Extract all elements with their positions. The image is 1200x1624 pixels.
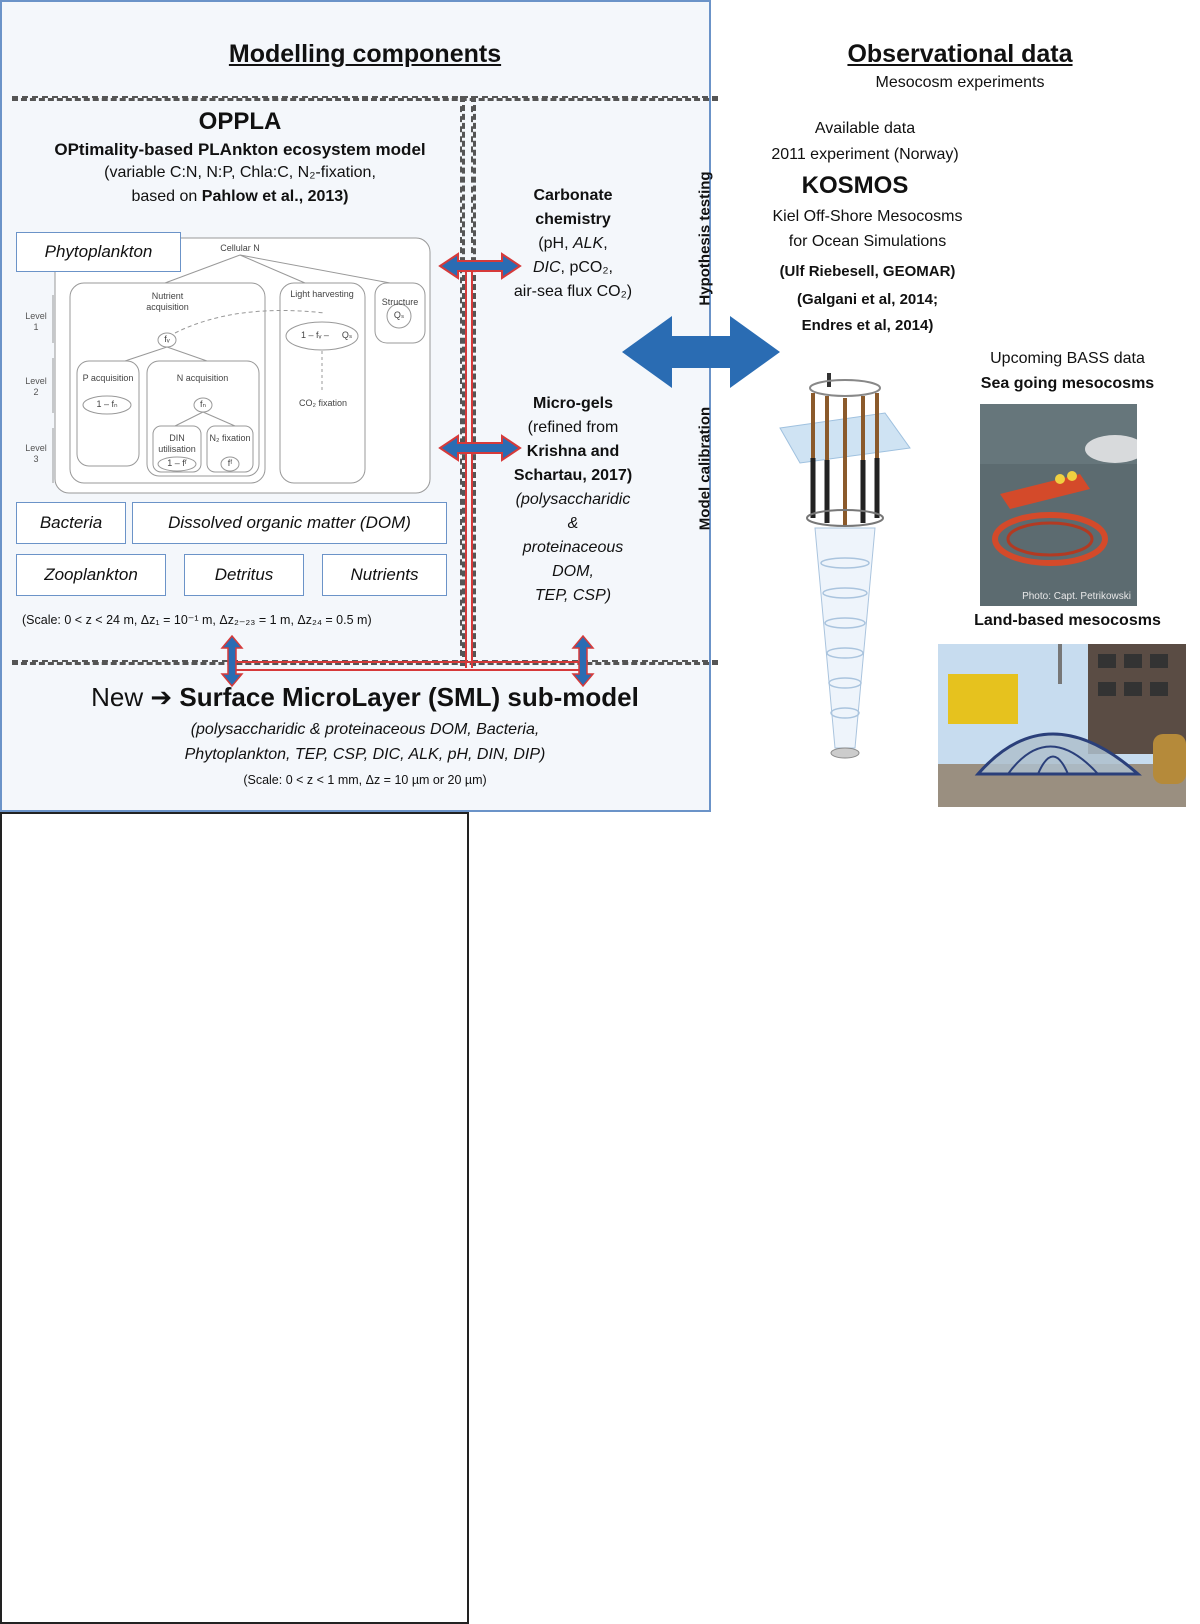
kosmos-ref-2: (Galgani et al, 2014; [797,291,938,308]
sea-going-mesocosm-photo: Photo: Capt. Petrikowski [980,404,1137,606]
carbonate-title-1: Carbonate [533,187,613,204]
fn-symbol: fₙ [199,399,207,409]
sml-line-2: Phytoplankton, TEP, CSP, DIC, ALK, pH, D… [184,746,546,763]
cellular-n-hierarchy-diagram: Cellular N Nutrient acquisition Light ha… [25,233,435,498]
nutrient-acquisition-label: Nutrient acquisition [146,291,189,312]
level-1-label: Level 1 [25,311,47,332]
microgels-block: Micro-gels (refined from Krishna and Sch… [478,392,668,608]
co2-fixation-label: CO₂ fixation [298,398,347,408]
dashed-divider-left [460,96,465,666]
oppla-scale-note: (Scale: 0 < z < 24 m, Δz₁ = 10⁻¹ m, Δz₂₋… [22,613,372,627]
bacteria-box: Bacteria [16,502,126,544]
n-acquisition-label: N acquisition [176,373,229,383]
carbonate-chemistry-block: Carbonate chemistry (pH, ALK, DIC, pCO₂,… [478,184,668,304]
microgels-line-1: (refined from [527,419,619,436]
microgels-line-2: Krishna and [526,443,620,460]
oppla-subtitle: OPtimality-based PLAnkton ecosystem mode… [54,140,426,159]
modelling-components-title: Modelling components [228,40,502,68]
observational-data-title: Observational data [847,40,1073,68]
oppla-detail-2: based on Pahlow et al., 2013) [20,188,460,206]
hierarchy-svg [52,237,431,494]
qs-symbol-light: Qₛ [341,330,353,340]
qs-symbol-structure: Qₛ [393,310,405,320]
model-calibration-label: Model calibration [696,406,714,531]
oppla-detail-2-ref: Pahlow et al., 2013) [201,188,349,205]
carbonate-line-2: DIC, pCO₂, [478,256,668,280]
one-minus-fn-symbol: 1 – fₙ [96,399,118,409]
sea-going-label: Sea going mesocosms [980,375,1155,392]
structure-label: Structure [381,297,419,307]
sml-new-label: New [91,682,144,712]
zooplankton-box: Zooplankton [16,554,166,596]
dashed-divider-right [471,96,476,666]
ff-symbol: fᶠ [227,458,233,468]
microgels-line-7: DOM, [552,563,594,580]
one-minus-ff-symbol: 1 – fᶠ [167,458,187,468]
kosmos-line-2: for Ocean Simulations [788,233,947,250]
sml-scale-note: (Scale: 0 < z < 1 mm, Δz = 10 µm or 20 µ… [243,773,487,787]
photo-credit: Photo: Capt. Petrikowski [1022,591,1131,602]
available-data-line-2: 2011 experiment (Norway) [771,146,959,163]
dashed-frame-bottom [12,660,718,665]
kosmos-mesocosm-illustration [779,373,911,759]
microgels-line-4: (polysaccharidic [515,491,631,508]
sml-title-text: Surface MicroLayer (SML) sub-model [179,682,639,712]
microgels-title: Micro-gels [532,395,613,412]
level-3-label: Level 3 [25,443,47,464]
one-minus-fv-symbol: 1 – fᵥ – [301,330,329,340]
kosmos-title: KOSMOS [801,172,909,199]
microgels-line-5: & [567,515,579,532]
microgels-line-6: proteinaceous [522,539,624,556]
sml-line-1: (polysaccharidic & proteinaceous DOM, Ba… [190,721,540,738]
microgels-line-3: Schartau, 2017) [478,464,668,488]
oppla-detail-2-pre: based on [131,188,198,205]
detritus-box: Detritus [184,554,304,596]
microgels-line-8: TEP, CSP) [534,587,612,604]
phytoplankton-box: Phytoplankton [16,232,181,272]
carbonate-title-2: chemistry [535,211,611,228]
cellular-n-label: Cellular N [220,243,260,253]
upcoming-bass-label: Upcoming BASS data [990,350,1145,367]
dom-box: Dissolved organic matter (DOM) [132,502,447,544]
observational-data-panel [0,812,469,1624]
oppla-detail-1: (variable C:N, N:P, Chla:C, N₂-fixation, [104,164,376,181]
kosmos-ref-3: Endres et al, 2014) [801,317,934,334]
carbonate-line-1-post: , [603,235,608,252]
land-based-label: Land-based mesocosms [974,612,1161,629]
kosmos-ref-1: (Ulf Riebesell, GEOMAR) [779,263,956,280]
dashed-frame-top [12,96,718,101]
carbonate-line-2-dic: DIC [532,259,561,276]
light-harvesting-label: Light harvesting [290,289,354,299]
din-utilisation-label: DIN utilisation [158,433,196,454]
hypothesis-testing-label: Hypothesis testing [696,171,714,306]
nutrients-box: Nutrients [322,554,447,596]
sml-arrow-glyph: ➔ [150,682,173,712]
mesocosm-subtitle: Mesocosm experiments [875,74,1045,91]
sml-title: New ➔ Surface MicroLayer (SML) sub-model [20,682,710,713]
land-based-mesocosm-photo [938,644,1186,807]
oppla-title: OPPLA [198,108,282,135]
n2-fixation-label: N₂ fixation [209,433,251,443]
level-2-label: Level 2 [25,376,47,397]
carbonate-line-1-pre: (pH, [538,235,569,252]
carbonate-line-3: air-sea flux CO₂) [513,283,633,300]
p-acquisition-label: P acquisition [82,373,134,383]
carbonate-line-1: (pH, ALK, [478,232,668,256]
sea-photo-svg [980,404,1137,606]
kosmos-line-1: Kiel Off-Shore Mesocosms [772,208,963,225]
available-data-line-1: Available data [814,120,916,137]
microgels-ref: Schartau, 2017) [513,467,633,484]
carbonate-line-2-post: , pCO₂, [560,259,613,276]
fv-symbol: fᵥ [164,334,170,344]
land-photo-svg [938,644,1186,807]
carbonate-line-1-alk: ALK [572,235,604,252]
